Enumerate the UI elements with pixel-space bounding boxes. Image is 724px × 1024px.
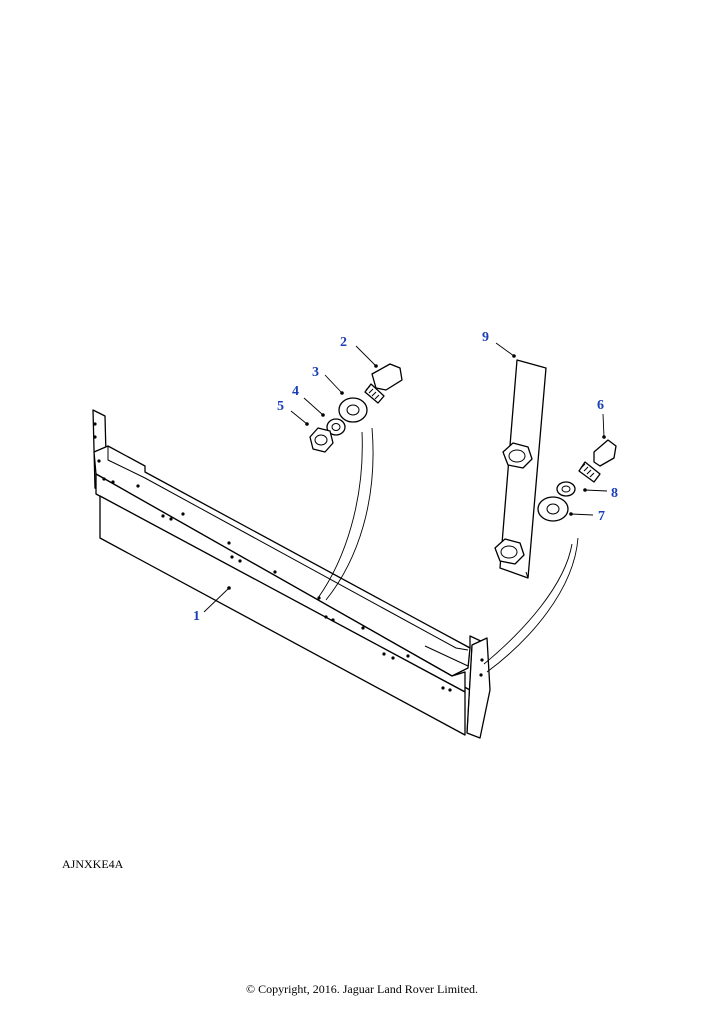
bolt-part-6 [578, 439, 617, 483]
bolt-part-2 [364, 363, 403, 404]
callout-1: 1 [193, 609, 200, 624]
callout-8: 8 [611, 486, 618, 501]
flat-washer-part-3 [338, 397, 368, 423]
mounting-rail-part-1 [92, 409, 491, 739]
welded-nut-upper [502, 442, 533, 469]
flat-washer-part-7 [537, 496, 569, 522]
callout-2: 2 [340, 335, 347, 350]
callout-5: 5 [277, 399, 284, 414]
copyright-notice: © Copyright, 2016. Jaguar Land Rover Lim… [245, 982, 479, 996]
assembly-guide-lines [317, 427, 579, 673]
diagram-code: AJNXKE4A [62, 857, 124, 871]
nut-part-5 [309, 427, 334, 453]
callout-6: 6 [597, 398, 604, 413]
callout-leaders [203, 342, 608, 613]
welded-nut-lower [494, 538, 525, 565]
callout-9: 9 [482, 330, 489, 345]
spring-washer-part-8 [556, 481, 576, 497]
spring-washer-part-4 [326, 418, 346, 436]
nut-plate-part-9 [494, 359, 547, 579]
callout-7: 7 [598, 509, 605, 524]
callout-4: 4 [292, 384, 299, 399]
callout-3: 3 [312, 365, 319, 380]
